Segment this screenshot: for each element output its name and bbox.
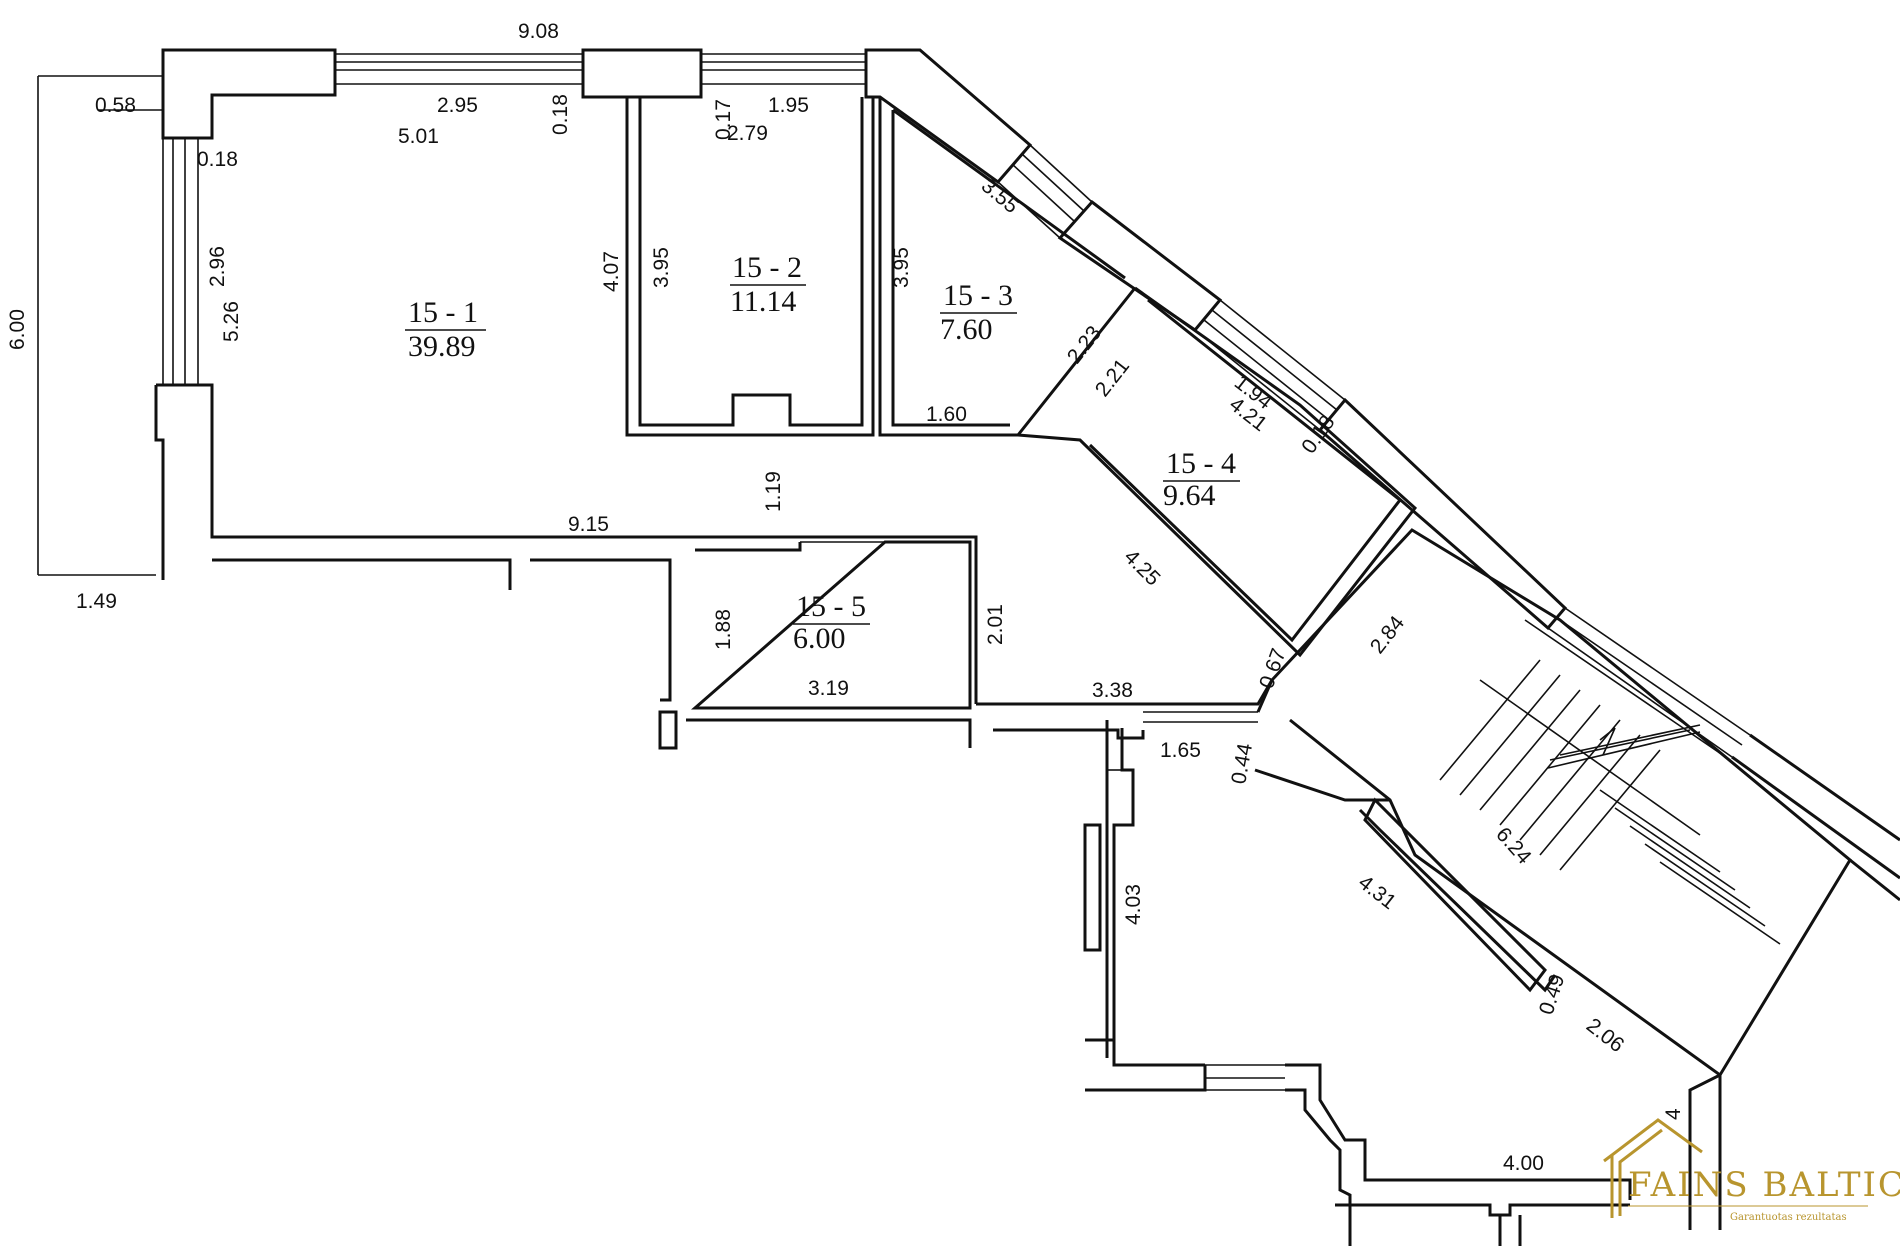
room-15-1: 15 - 1 39.89 [405,296,486,363]
dim-2-01: 2.01 [984,604,1007,645]
dim-1-49: 1.49 [76,590,117,613]
dim-3-95-a: 3.95 [650,247,673,288]
dim-3-38: 3.38 [1092,679,1133,702]
dim-4-07: 4.07 [600,251,623,292]
dim-9-15: 9.15 [568,513,609,536]
room-area: 9.64 [1163,479,1216,512]
dim-1-65: 1.65 [1160,739,1201,762]
room-15-3: 15 - 3 7.60 [940,279,1017,346]
dim-0-17: 0.17 [712,99,735,140]
dim-1-95: 1.95 [768,94,809,117]
pillar-top [581,48,703,99]
company-logo: FAINS BALTICA Garantuotas rezultatas [1603,1118,1900,1223]
wall-room-15-4 [1017,286,1418,658]
wall-top-left [161,48,337,140]
wall-room-15-3 [878,97,1137,437]
dim-3-95-b: 3.95 [890,247,913,288]
room-labels: 15 - 1 39.89 15 - 2 11.14 15 - 3 7.60 15… [405,251,1240,655]
dim-4-00: 4.00 [1503,1152,1544,1175]
dim-0-67: 0.67 [1255,645,1291,691]
room-code: 15 - 2 [732,251,802,284]
dim-5-26: 5.26 [220,301,243,342]
dim-0-44: 0.44 [1227,741,1257,786]
room-15-2: 15 - 2 11.14 [730,251,806,318]
dim-2-79: 2.79 [727,122,768,145]
house-roof-icon [1603,1118,1703,1218]
dim-4-03: 4.03 [1122,884,1145,925]
walls [154,48,1900,1246]
dim-2-95: 2.95 [437,94,478,117]
dim-1-19: 1.19 [762,471,785,512]
wall-diagonal-outer [864,48,1033,185]
dim-1-88: 1.88 [712,609,735,650]
wall-left-lower [156,383,978,704]
room-15-4: 15 - 4 9.64 [1163,447,1240,512]
dim-4-partial: 4 [1662,1108,1685,1120]
dim-2-84: 2.84 [1366,611,1409,658]
dim-2-23: 2.23 [1063,322,1106,368]
dim-2-06: 2.06 [1582,1014,1628,1057]
dim-0-58: 0.58 [95,94,136,117]
dim-2-96: 2.96 [206,246,229,287]
dim-4-25: 4.25 [1119,545,1164,590]
dim-0-18-b: 0.18 [549,94,572,135]
room-area: 39.89 [408,330,476,363]
dimension-labels: 9.08 0.58 2.95 5.01 0.18 0.18 0.17 1.95 … [6,20,1685,1175]
room-area: 6.00 [793,622,846,655]
logo-name: FAINS BALTICA [1628,1165,1900,1205]
dim-4-31: 4.31 [1354,871,1400,914]
room-area: 11.14 [730,285,796,318]
dim-5-01: 5.01 [398,125,439,148]
dim-3-55: 3.55 [977,174,1023,218]
dim-2-21: 2.21 [1091,355,1134,401]
dim-1-60: 1.60 [926,403,967,426]
dim-3-19: 3.19 [808,677,849,700]
room-code: 15 - 3 [943,279,1013,312]
wall-room-15-2 [625,97,875,437]
stair-steps [1439,619,1781,945]
dim-9-08: 9.08 [518,20,559,43]
room-code: 15 - 1 [408,296,478,329]
logo-tagline: Garantuotas rezultatas [1730,1212,1847,1223]
dimension-lines [37,75,163,576]
dim-6-00: 6.00 [6,309,29,350]
room-code: 15 - 4 [1166,447,1236,480]
dim-0-18-a: 0.18 [197,148,238,171]
room-area: 7.60 [940,313,993,346]
room-code: 15 - 5 [796,590,866,623]
room-15-5: 15 - 5 6.00 [793,590,870,655]
wall-stairwell [1270,528,1852,1078]
